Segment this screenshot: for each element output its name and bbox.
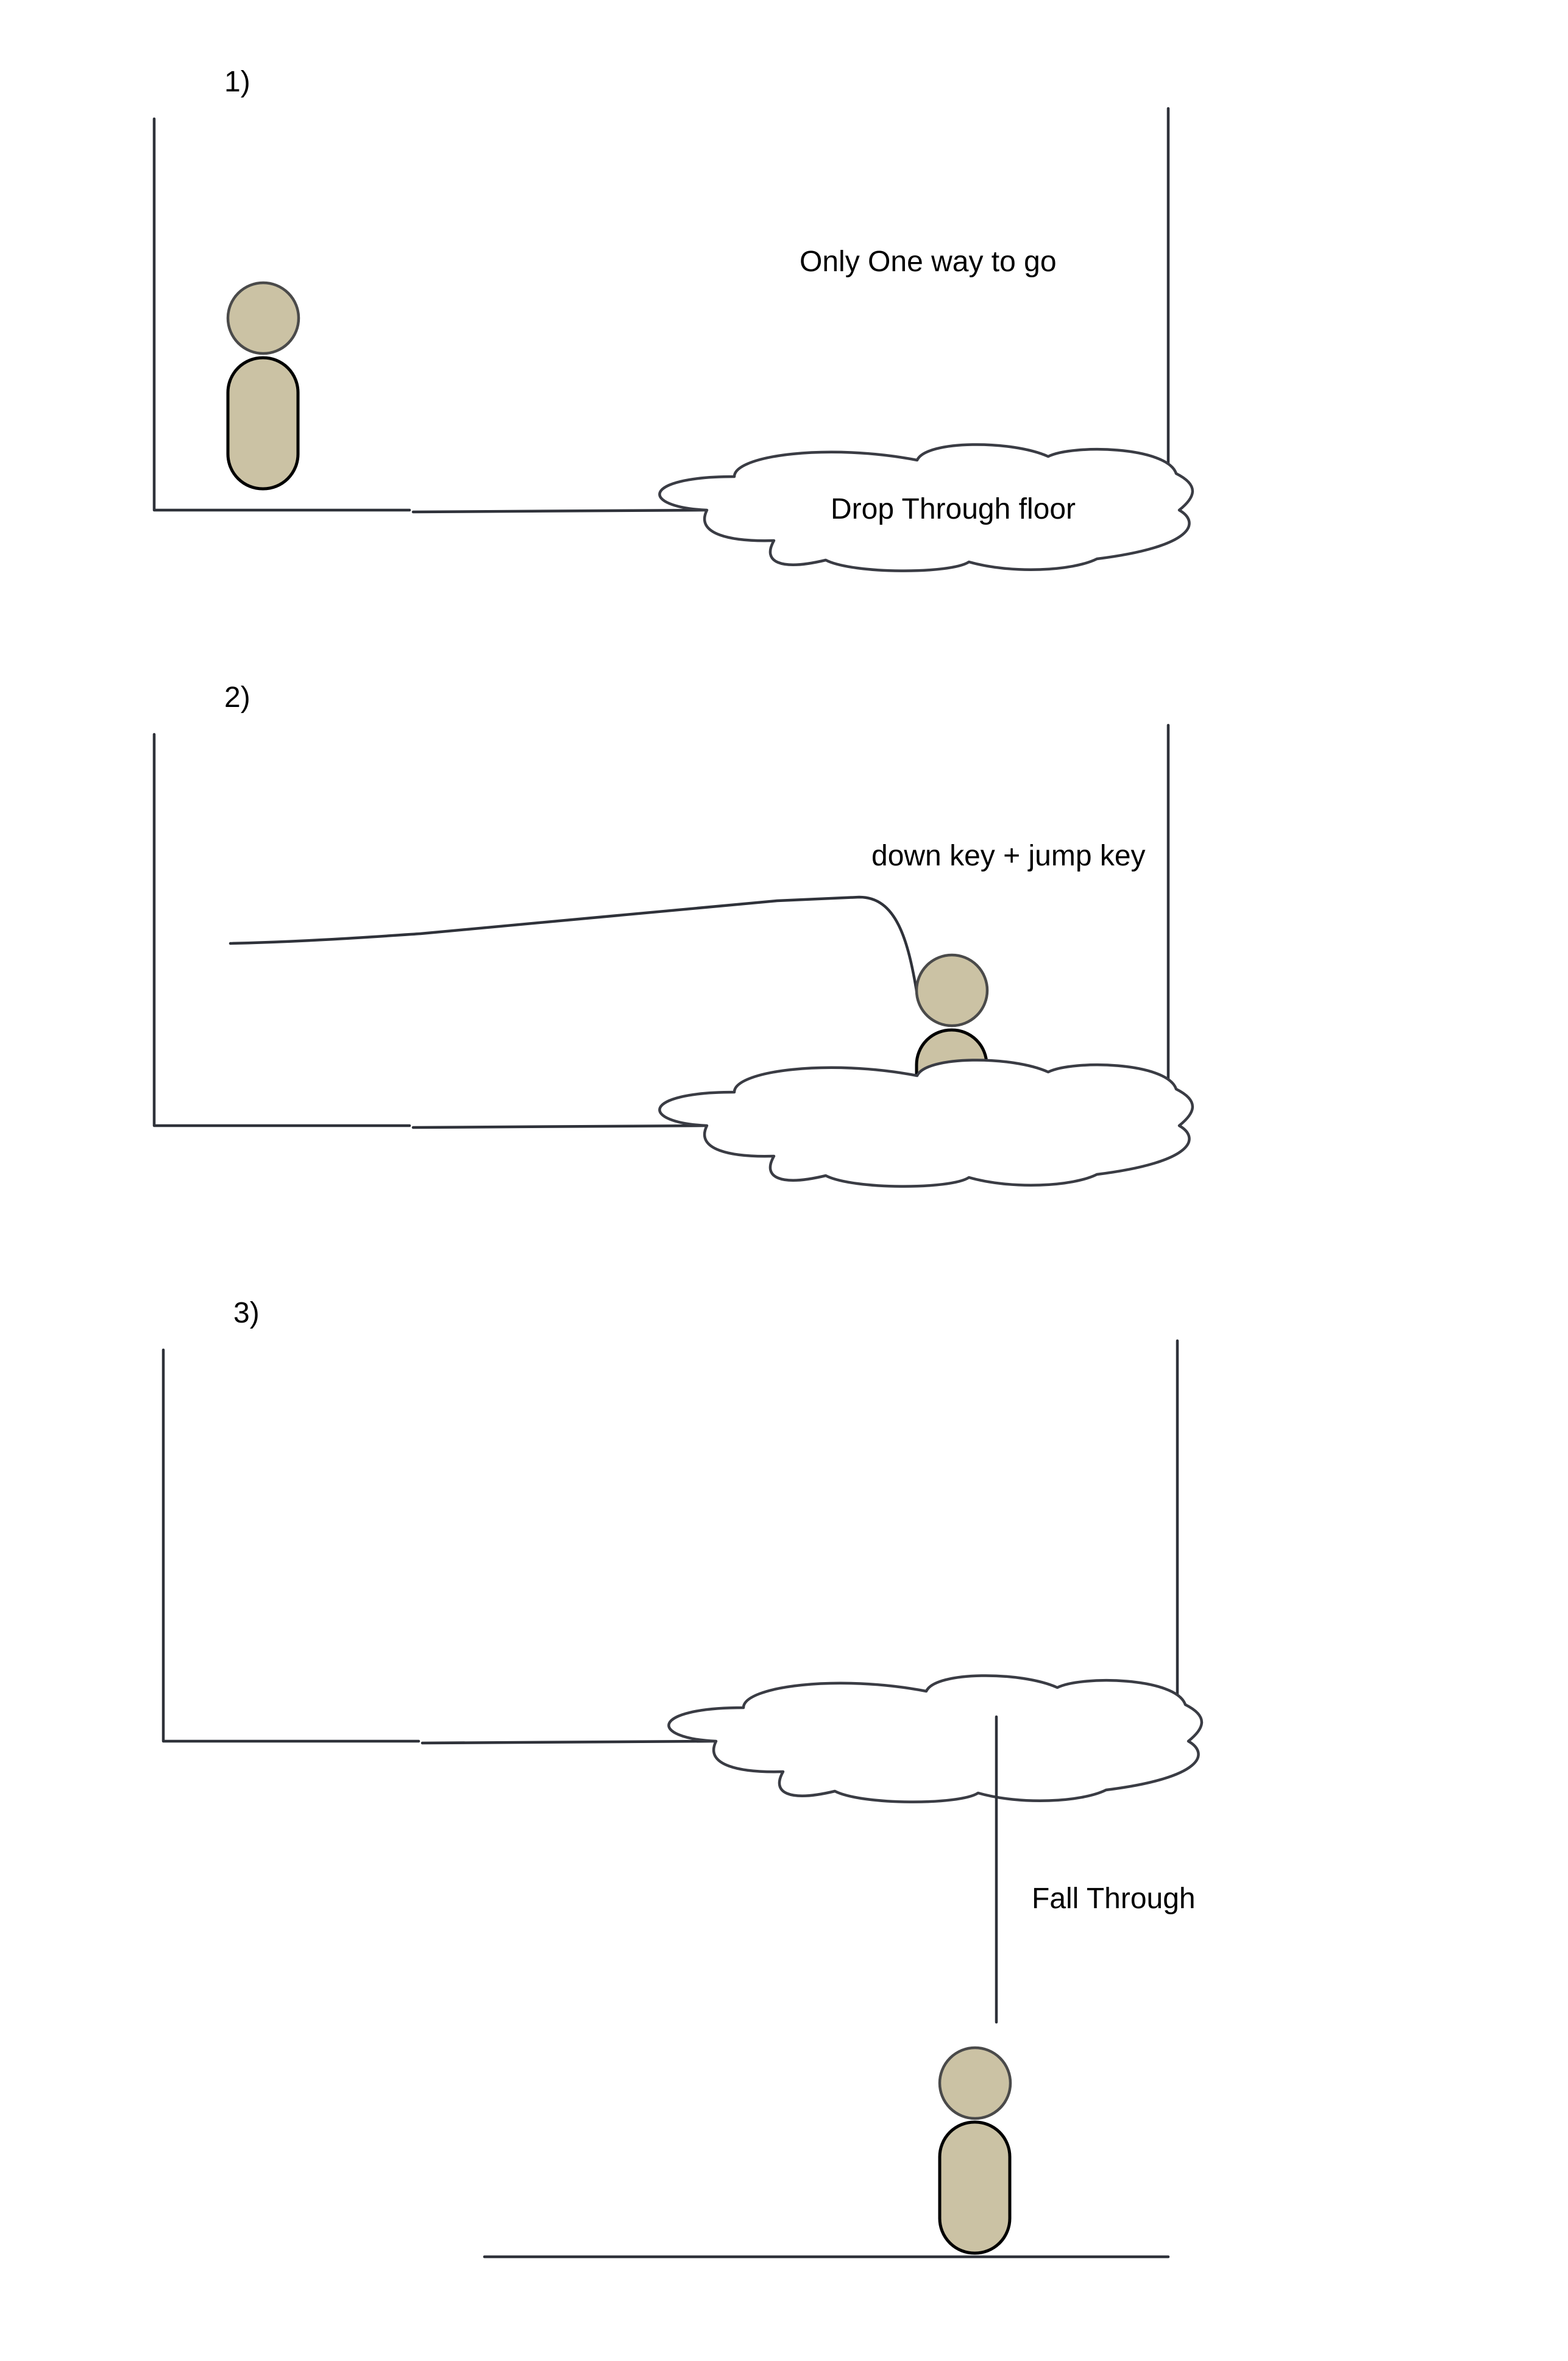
panel-2: 2) down key + jump key	[152, 681, 1193, 1187]
left-wall	[152, 733, 411, 1127]
drop-through-cloud-platform	[659, 1060, 1193, 1186]
panel-caption: Only One way to go	[800, 246, 1057, 278]
panel-caption: Fall Through	[1032, 1883, 1196, 1915]
figure-head	[915, 953, 989, 1028]
drop-through-cloud-platform	[669, 1675, 1202, 1802]
figure-body	[938, 2120, 1012, 2255]
figure-head	[226, 281, 300, 355]
panel-3: 3) Fall Through	[161, 1297, 1202, 2259]
solid-floor	[411, 1124, 708, 1129]
panel-1: 1) Drop Through floor Only One way to go	[152, 66, 1193, 571]
panel-caption: down key + jump key	[871, 840, 1146, 872]
solid-floor	[420, 1739, 717, 1745]
left-wall	[152, 117, 411, 512]
panel-number: 3)	[233, 1297, 260, 1329]
figure-head	[938, 2046, 1012, 2120]
jump-trajectory	[229, 895, 919, 996]
character-figure	[226, 281, 300, 491]
panel-number: 2)	[224, 681, 250, 714]
solid-floor	[411, 508, 708, 514]
figure-body	[226, 356, 300, 491]
left-wall	[161, 1348, 420, 1743]
character-figure	[938, 2046, 1012, 2255]
panel-number: 1)	[224, 66, 250, 98]
cloud-label: Drop Through floor	[831, 493, 1076, 525]
